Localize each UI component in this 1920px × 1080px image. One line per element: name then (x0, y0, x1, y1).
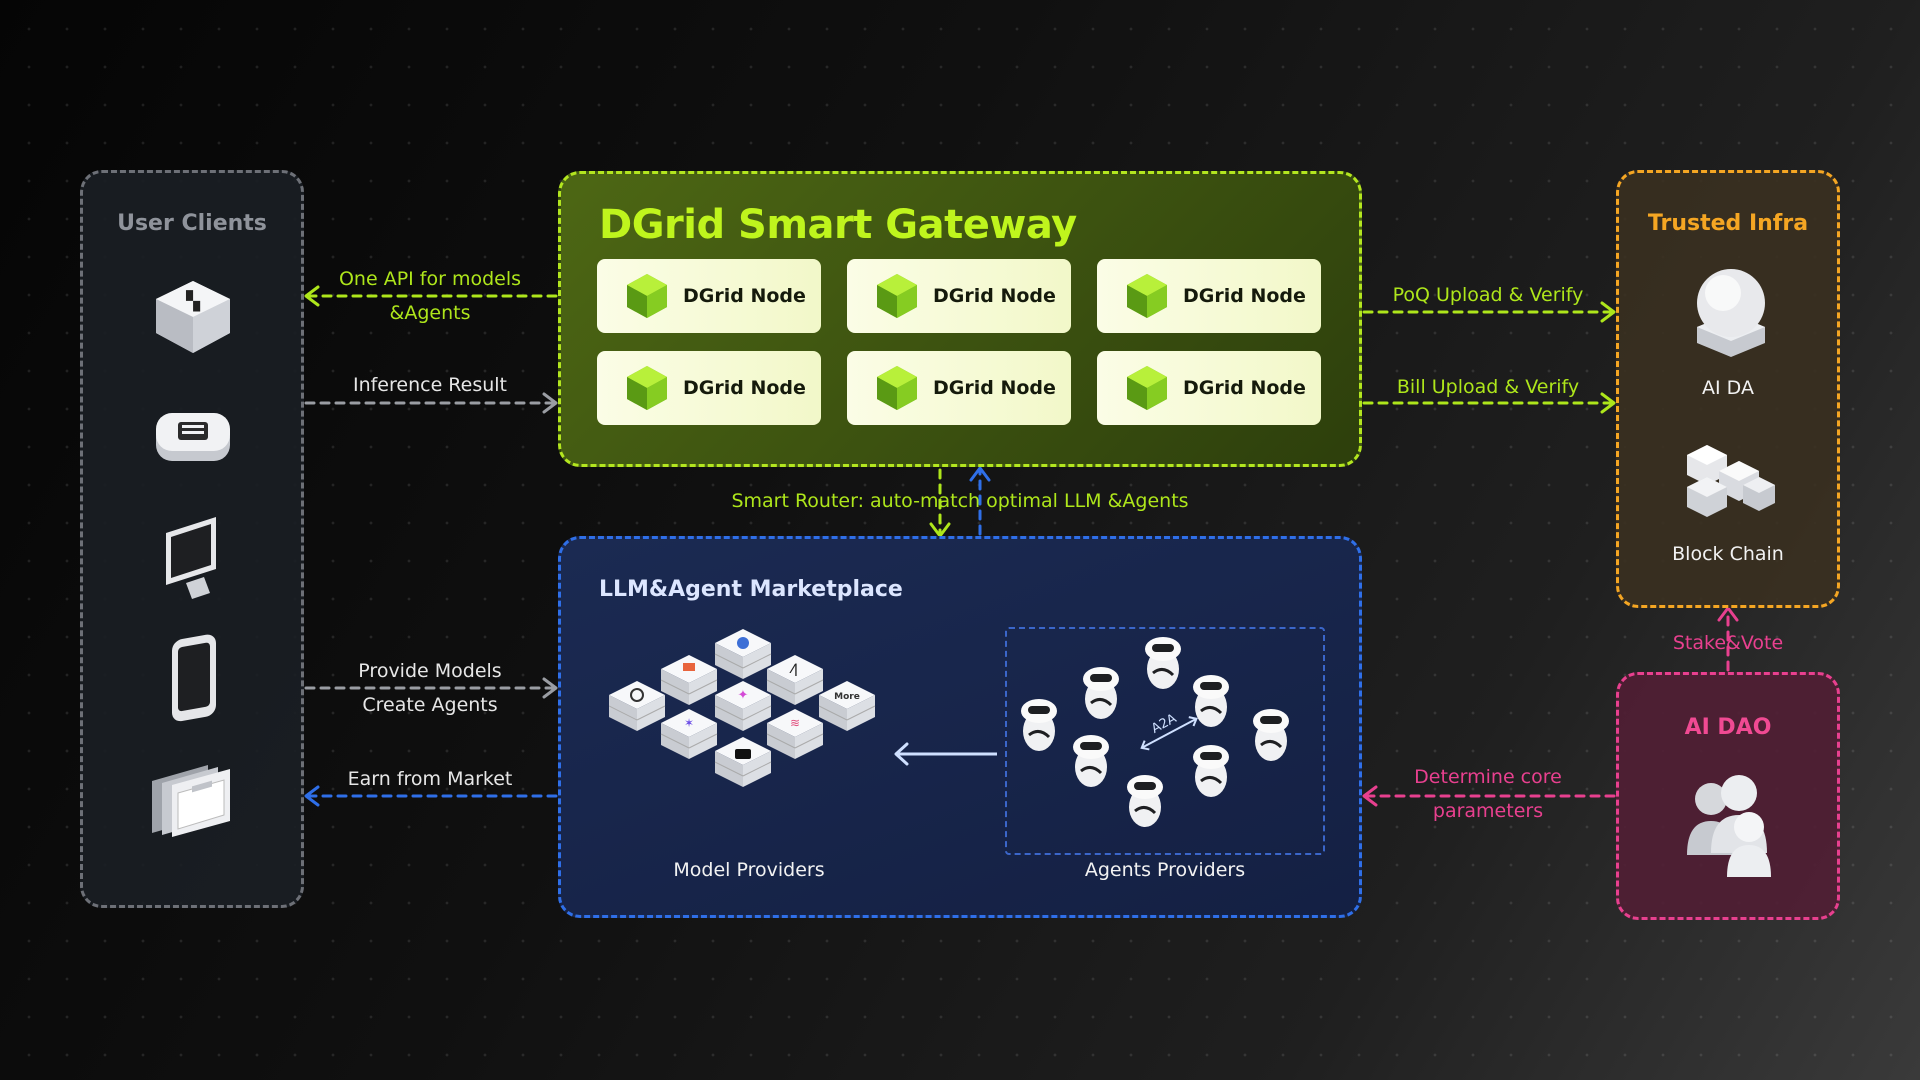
determine-line-1: Determine core (1414, 766, 1562, 788)
provider-block (818, 680, 876, 732)
dgrid-node-5[interactable]: DGrid Node (847, 351, 1071, 425)
node-label: DGrid Node (933, 285, 1056, 307)
provider-logo-icon: ✦ (738, 688, 749, 703)
agents-providers-label: Agents Providers (1084, 859, 1246, 881)
provide-line-2: Create Agents (362, 694, 498, 716)
node-label: DGrid Node (683, 377, 806, 399)
smart-router-label: Smart Router: auto-match optimal LLM &Ag… (731, 490, 1189, 512)
browser-windows-icon (152, 765, 230, 837)
phone-icon (172, 634, 216, 722)
agent-robot-icon (1191, 673, 1231, 729)
node-cube-icon (1127, 366, 1167, 410)
agent-robot-icon (1143, 635, 1183, 691)
dgrid-node-3[interactable]: DGrid Node (1097, 259, 1321, 333)
monitor-icon (166, 517, 216, 599)
marketplace-panel: LLM&Agent Marketplace ⁄| ✦ More ✶ ≋ (558, 536, 1362, 918)
agents-providers-box: A2A (1005, 627, 1325, 855)
one-api-arrowhead (304, 285, 320, 307)
model-providers-label: Model Providers (673, 859, 825, 881)
provider-block (714, 628, 772, 680)
provider-logo-icon: ⁄| (789, 662, 798, 676)
provide-models-label: Provide Models Create Agents (318, 654, 542, 722)
node-cube-icon (1127, 274, 1167, 318)
a2a-exchange: A2A (1140, 711, 1198, 751)
inference-label: Inference Result (352, 374, 508, 396)
provider-logo-icon (683, 663, 695, 671)
one-api-line-2: &Agents (389, 302, 471, 324)
cube-app-icon: ▚ (156, 281, 230, 353)
agent-robot-icon (1071, 733, 1111, 789)
router-up-arrowhead (969, 466, 991, 482)
provider-block (660, 654, 718, 706)
svg-text:▚: ▚ (185, 290, 201, 312)
a2a-to-models-arrow (894, 742, 997, 766)
stake-arrowhead (1717, 606, 1739, 622)
one-api-label: One API for models &Agents (318, 262, 542, 330)
agents-robots-group: A2A (1019, 635, 1291, 829)
node-cube-icon (627, 366, 667, 410)
ai-dao-title: AI DAO (1684, 715, 1772, 740)
provider-logo-icon (630, 688, 644, 702)
ai-da-label: AI DA (1702, 377, 1754, 399)
provider-logo-icon (737, 637, 749, 649)
earn-label: Earn from Market (347, 768, 513, 790)
provide-arrowhead (542, 677, 558, 699)
dgrid-node-6[interactable]: DGrid Node (1097, 351, 1321, 425)
gateway-title: DGrid Smart Gateway (599, 202, 1077, 248)
node-label: DGrid Node (683, 285, 806, 307)
marketplace-title: LLM&Agent Marketplace (599, 577, 903, 602)
one-api-line-1: One API for models (338, 268, 522, 290)
inference-arrowhead (542, 392, 558, 414)
blockchain-label: Block Chain (1672, 543, 1784, 565)
earn-arrowhead (304, 785, 320, 807)
more-label: More (834, 692, 860, 702)
ai-da-sphere-icon (1697, 269, 1765, 357)
trusted-infra-title: Trusted Infra (1647, 211, 1809, 236)
provide-line-1: Provide Models (358, 660, 502, 682)
node-cube-icon (877, 274, 917, 318)
agent-robot-icon (1019, 697, 1059, 753)
a2a-label: A2A (1149, 711, 1179, 737)
determine-label: Determine core parameters (1370, 760, 1606, 828)
node-label: DGrid Node (1183, 285, 1306, 307)
provider-logo-icon: ≋ (790, 716, 800, 730)
router-down-arrowhead (929, 522, 951, 538)
provider-block (714, 736, 772, 788)
dgrid-node-2[interactable]: DGrid Node (847, 259, 1071, 333)
blockchain-cubes-icon (1687, 445, 1775, 517)
determine-line-2: parameters (1432, 800, 1544, 822)
provider-logo-icon (735, 749, 751, 759)
dgrid-node-1[interactable]: DGrid Node (597, 259, 821, 333)
node-cube-icon (877, 366, 917, 410)
dgrid-node-4[interactable]: DGrid Node (597, 351, 821, 425)
node-label: DGrid Node (933, 377, 1056, 399)
server-box-icon (156, 413, 230, 461)
agent-robot-icon (1081, 665, 1121, 721)
user-clients-panel: User Clients ▚ (80, 170, 304, 908)
provider-logo-icon: ✶ (684, 716, 694, 730)
node-cube-icon (627, 274, 667, 318)
stake-vote-label: Stake&Vote (1672, 632, 1784, 654)
model-providers-cluster: ⁄| ✦ More ✶ ≋ (609, 628, 876, 788)
trusted-infra-panel: Trusted Infra AI DA Block Chain (1616, 170, 1840, 608)
agent-robot-icon (1251, 707, 1291, 763)
agent-robot-icon (1191, 743, 1231, 799)
community-people-icon (1687, 775, 1771, 877)
agent-robot-icon (1125, 773, 1165, 829)
node-label: DGrid Node (1183, 377, 1306, 399)
poq-label: PoQ Upload & Verify (1392, 284, 1584, 306)
ai-dao-panel: AI DAO (1616, 672, 1840, 920)
user-clients-title: User Clients (117, 211, 267, 236)
bill-label: Bill Upload & Verify (1396, 376, 1580, 398)
